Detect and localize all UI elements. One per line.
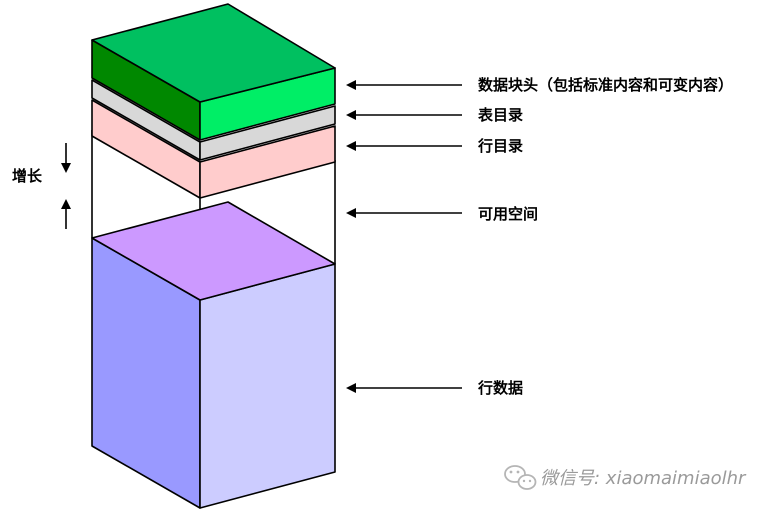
header-top-face [91,3,336,103]
label-row-directory: 行目录 [477,137,523,155]
row-data-block [91,201,336,509]
row-data-front-face [199,263,336,509]
growth-down-arrow-icon [61,143,71,173]
arrow-table-directory [346,110,462,120]
block-header-block [91,3,336,141]
growth-label: 增长 [12,167,43,185]
arrow-row-data [346,383,462,393]
growth-indicator: 增长 [12,143,71,229]
wechat-icon [504,465,537,490]
callout-arrows [346,80,462,393]
label-row-data: 行数据 [477,379,523,397]
arrow-row-directory [346,141,462,151]
table-directory-slab [91,79,336,161]
row-directory-slab [91,99,336,199]
label-table-directory: 表目录 [478,106,523,124]
label-free-space: 可用空间 [478,205,538,223]
table-dir-front-face [199,105,336,161]
growth-up-arrow-icon [61,199,71,229]
label-block-header: 数据块头（包括标准内容和可变内容） [478,76,733,94]
row-data-top-face [91,201,336,301]
row-dir-front-face [199,125,336,199]
watermark-text: 微信号: xiaomaimiaolhr [540,468,747,489]
arrow-block-header [346,80,462,90]
watermark: 微信号: xiaomaimiaolhr [504,465,747,490]
arrow-free-space [346,208,462,218]
